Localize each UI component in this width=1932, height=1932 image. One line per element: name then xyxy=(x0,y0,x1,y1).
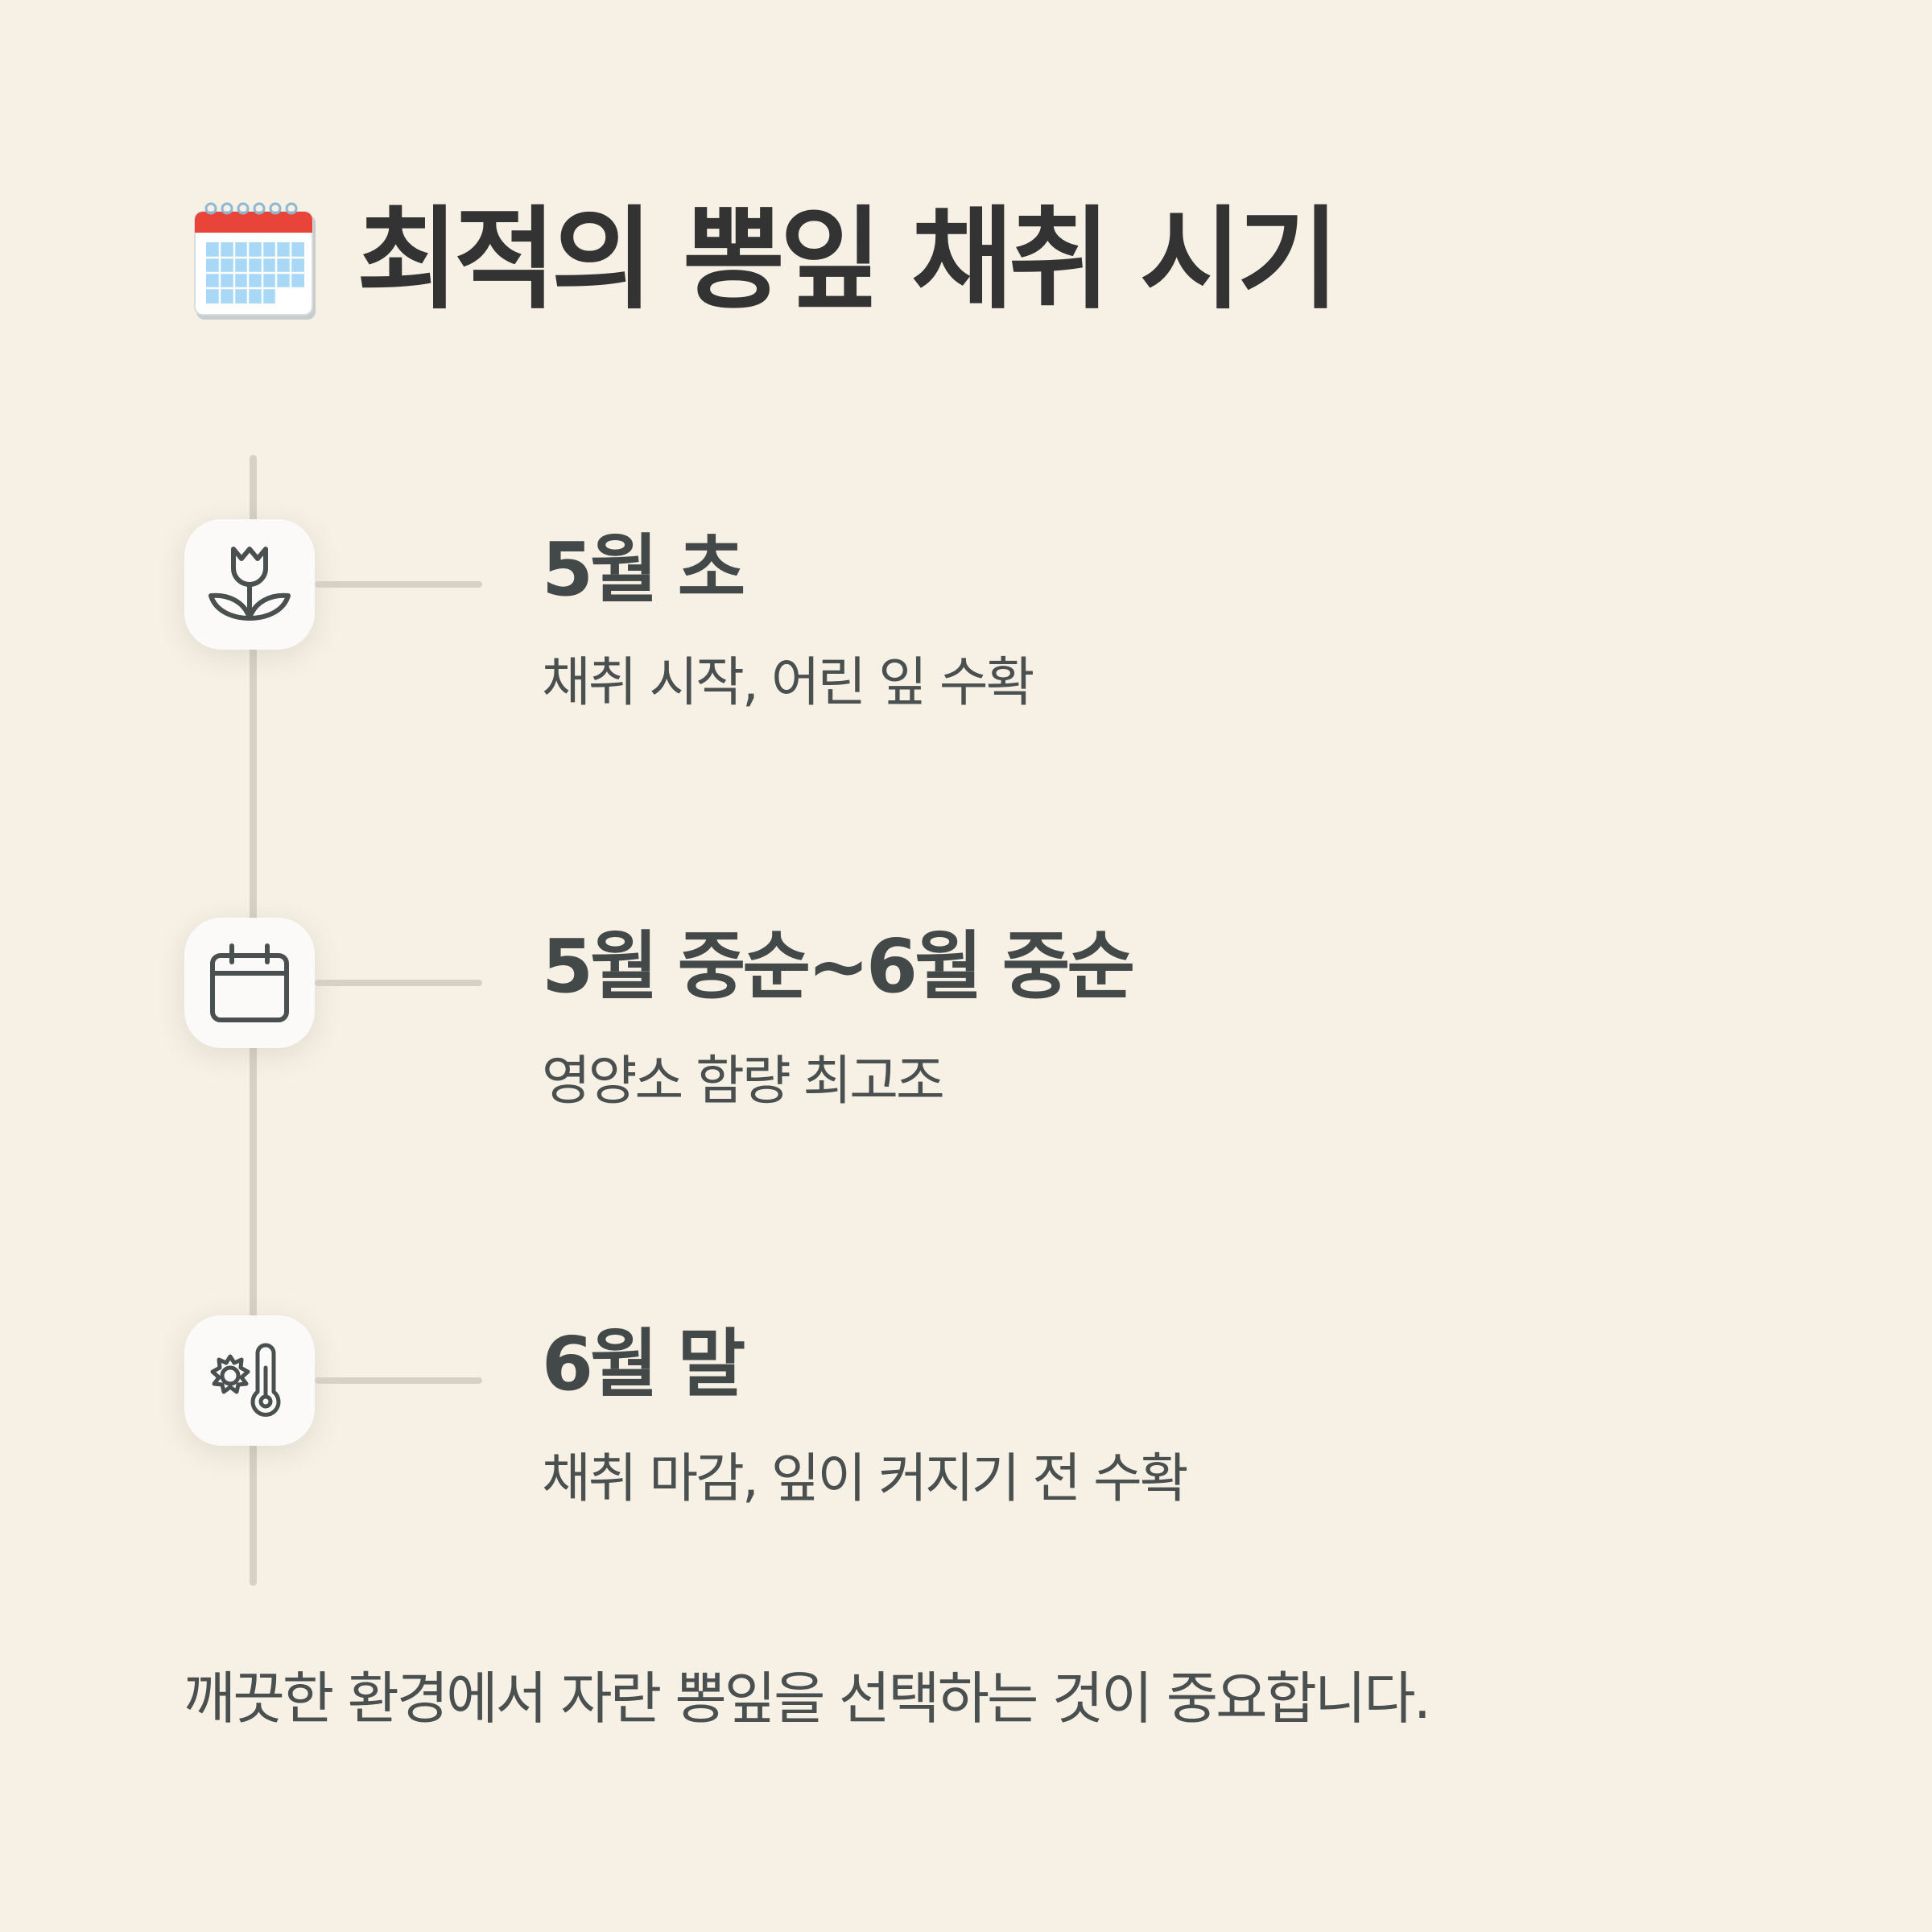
sun-thermometer-icon-box xyxy=(184,1315,315,1446)
stage-description: 채취 시작, 어린 잎 수확 xyxy=(542,651,1034,713)
stage-period: 5월 중순~6월 중순 xyxy=(542,923,1135,1009)
page-title: 최적의 뽕잎 채취 시기 xyxy=(357,194,1340,324)
calendar-emoji-icon xyxy=(194,202,316,320)
timeline-item: 5월 중순~6월 중순 영양소 함량 최고조 xyxy=(0,918,1932,1159)
timeline-item: 6월 말 채취 마감, 잎이 커지기 전 수확 xyxy=(0,1315,1932,1557)
timeline-connector xyxy=(315,581,482,588)
tulip-icon xyxy=(208,547,291,621)
stage-description: 영양소 함량 최고조 xyxy=(542,1050,945,1112)
timeline-item: 5월 초 채취 시작, 어린 잎 수확 xyxy=(0,519,1932,761)
stage-period: 5월 초 xyxy=(542,526,745,613)
header: 최적의 뽕잎 채취 시기 xyxy=(193,194,1340,324)
calendar-icon-box xyxy=(184,918,315,1048)
tulip-icon-box xyxy=(184,519,315,650)
timeline-connector xyxy=(315,1377,482,1384)
stage-description: 채취 마감, 잎이 커지기 전 수확 xyxy=(542,1447,1189,1509)
calendar-icon xyxy=(210,943,289,1022)
timeline-connector xyxy=(315,980,482,986)
sun-thermometer-icon xyxy=(210,1343,281,1417)
stage-period: 6월 말 xyxy=(542,1321,745,1407)
footer-note: 깨끗한 환경에서 자란 뽕잎을 선택하는 것이 중요합니다. xyxy=(184,1666,1431,1732)
